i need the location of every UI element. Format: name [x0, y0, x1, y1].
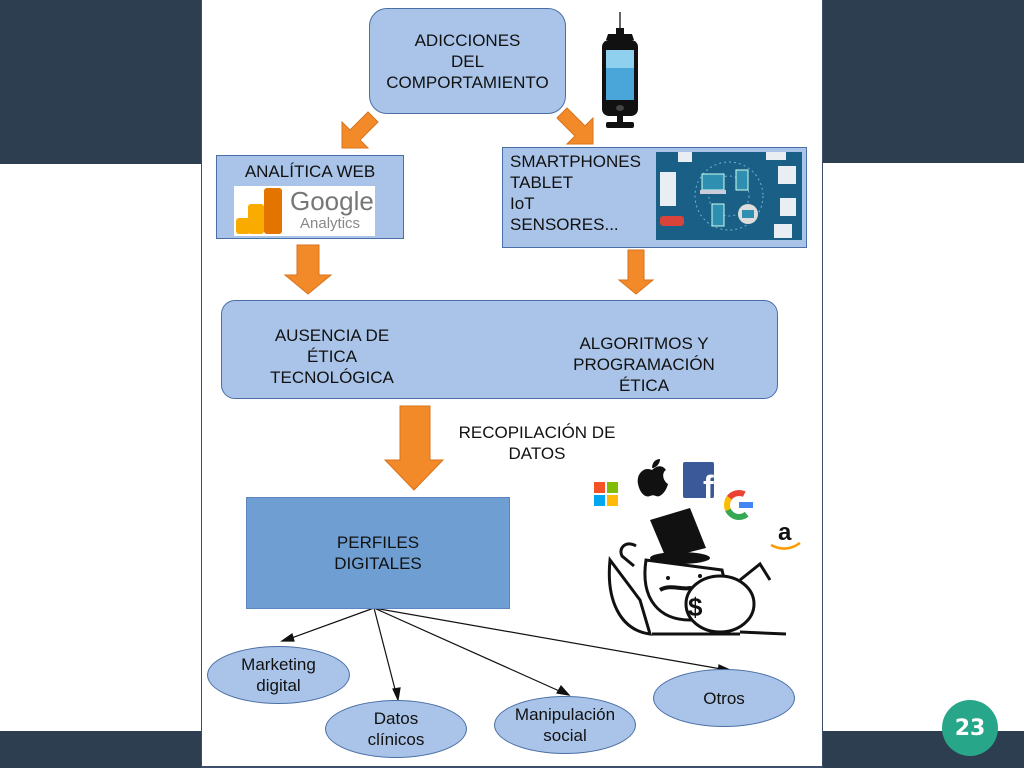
branch-line-clinicos — [373, 607, 398, 698]
arrowhead-manipulacion — [556, 684, 571, 696]
svg-text:f: f — [703, 469, 714, 505]
arrow-devices-to-middle — [617, 249, 655, 295]
branch-line-marketing — [285, 607, 375, 641]
footer-band-left — [0, 731, 202, 768]
ga-bar-medium — [248, 204, 264, 234]
ga-logo-word: Google — [290, 186, 374, 216]
devices-item: SMARTPHONES — [510, 152, 641, 171]
output-marketing-digital: Marketing digital — [207, 646, 350, 704]
ga-bar-small — [236, 218, 250, 234]
output-datos-clinicos: Datos clínicos — [325, 700, 467, 758]
devices-item: SENSORES... — [510, 215, 619, 234]
data-collection-label: RECOPILACIÓN DE DATOS — [458, 423, 616, 463]
google-logo — [724, 490, 755, 520]
arrow-web-to-middle — [283, 244, 333, 295]
devices-node: SMARTPHONES TABLET IoT SENSORES... — [502, 147, 807, 248]
digital-profiles-label: PERFILES DIGITALES — [334, 533, 422, 573]
arrowhead-clinicos — [392, 687, 401, 703]
header-band-right — [821, 0, 1024, 163]
svg-text:a: a — [778, 519, 792, 546]
page-number-badge: 23 — [942, 700, 998, 756]
monopoly-man-illustration: $ — [607, 508, 787, 636]
amazon-logo: a — [770, 519, 801, 550]
ga-logo-sub: Analytics — [300, 215, 361, 232]
facebook-logo: f — [683, 462, 714, 505]
branch-line-otros — [373, 607, 728, 671]
ethics-left-label: AUSENCIA DE ÉTICA TECNOLÓGICA — [270, 326, 394, 387]
root-node-label: ADICCIONES DEL COMPORTAMIENTO — [386, 30, 549, 92]
arrow-root-to-devices — [556, 107, 594, 145]
google-analytics-logo: Google Analytics — [234, 186, 375, 236]
ethics-node: AUSENCIA DE ÉTICA TECNOLÓGICA ALGORITMOS… — [221, 300, 778, 399]
iot-illustration — [656, 152, 802, 240]
web-analytics-node: ANALÍTICA WEB Google Analytics — [216, 155, 404, 239]
header-band-left — [0, 0, 202, 164]
arrow-root-to-web — [341, 111, 379, 149]
branch-line-manipulacion — [373, 607, 567, 695]
apple-logo — [637, 459, 668, 497]
arrowhead-marketing — [280, 633, 295, 642]
web-analytics-title: ANALÍTICA WEB — [244, 162, 376, 181]
microsoft-logo — [594, 482, 618, 506]
output-manipulacion-social: Manipulación social — [494, 696, 636, 754]
devices-item: TABLET — [510, 173, 573, 192]
devices-list: SMARTPHONES TABLET IoT SENSORES... — [510, 151, 641, 235]
root-node: ADICCIONES DEL COMPORTAMIENTO — [369, 8, 566, 114]
output-otros: Otros — [653, 669, 795, 727]
digital-profiles-node: PERFILES DIGITALES — [246, 497, 510, 609]
arrow-collection — [383, 405, 445, 491]
ga-bar-tall — [264, 188, 282, 234]
svg-text:$: $ — [688, 592, 703, 622]
devices-item: IoT — [510, 194, 535, 213]
ethics-right-label: ALGORITMOS Y PROGRAMACIÓN ÉTICA — [573, 334, 715, 395]
